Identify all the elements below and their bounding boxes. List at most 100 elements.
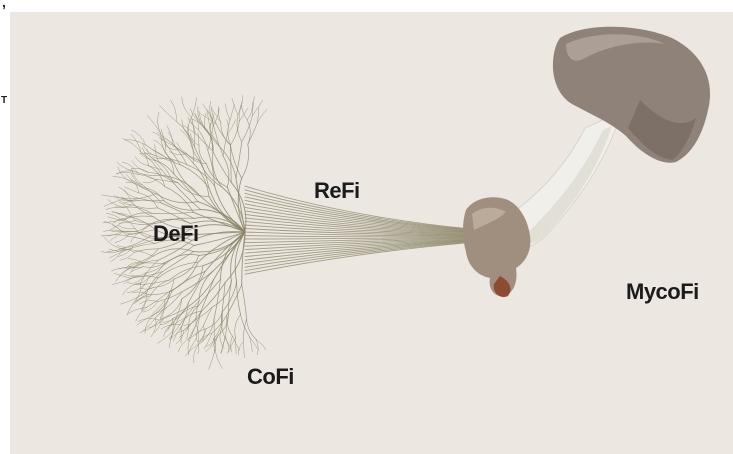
mycelium-strand (123, 249, 153, 256)
mycelium-strand (129, 256, 153, 268)
mycelium-strand (187, 165, 215, 186)
mycelium-strand (120, 297, 138, 304)
mycelium-strand (101, 232, 122, 236)
mycelium-strand (143, 179, 157, 183)
mycelium-strand (252, 100, 262, 116)
mycelium-strand (131, 134, 141, 152)
mycelium-strand (247, 319, 256, 339)
mycelium-strand (242, 285, 247, 319)
mycelium-strand (193, 212, 245, 232)
mycelium-strand (192, 98, 197, 118)
mycelium-strand (141, 152, 162, 175)
mycelium-strand (141, 278, 149, 290)
label-cofi: CoFi (247, 364, 294, 390)
mycelium-strand (237, 282, 241, 315)
mycelium-strand (235, 315, 241, 338)
mycelium-strand (238, 342, 243, 355)
mycelium-strand (156, 156, 180, 165)
mycelium-strand (198, 130, 208, 151)
mycelium-strand (149, 166, 165, 187)
mycelium-strand (143, 320, 159, 331)
mycelium-strand (154, 140, 165, 152)
mycelium-strand (169, 331, 173, 348)
mycelium-strand (225, 104, 230, 120)
mycelium-strand (230, 145, 241, 179)
mycelium-strand (157, 179, 178, 182)
mycelium-strand (158, 291, 183, 301)
mycelium-strand (212, 150, 231, 182)
mycelium-strand (112, 212, 128, 218)
mycelium-strand (161, 203, 194, 218)
mycelium-strand (236, 338, 237, 354)
mycelium-strand (178, 337, 191, 352)
mycelium-strand (221, 317, 225, 338)
mycelium-strand (199, 319, 214, 344)
mycelium-strand (118, 167, 132, 182)
mycelium-strand (156, 291, 170, 317)
mycelium-strand (232, 99, 238, 115)
mycelium-strand (118, 225, 135, 229)
mycelium-strand (182, 97, 192, 117)
mycelium-strand (158, 112, 161, 133)
mycelium-strand (136, 283, 141, 300)
mycelium-strand (124, 187, 138, 193)
mycelium-strand (215, 349, 222, 368)
mycelium-strand (168, 132, 175, 147)
mycelium-strand (205, 114, 206, 128)
mycelium-strand (143, 144, 157, 156)
mycelium-strand (123, 139, 141, 153)
mycelium-strand (242, 144, 249, 178)
mycelium-strand (187, 125, 190, 141)
mycelium-strand (103, 220, 122, 223)
mycelium-strand (117, 172, 139, 174)
mycelium-strand (239, 105, 241, 121)
mycelium-strand (123, 274, 138, 277)
mycelium-strand (148, 291, 172, 295)
mycelium-strand (165, 152, 174, 174)
mycelium-strand (152, 212, 194, 213)
mycelium-strand (199, 329, 207, 343)
mycelium-strand (147, 166, 161, 170)
mycelium-strand (130, 179, 139, 193)
mycelium-strand (205, 339, 213, 352)
mycelium-strand (124, 189, 139, 198)
mycelium-strand (195, 133, 212, 150)
mycelium-strand (137, 314, 155, 325)
mycelium-strand (194, 344, 200, 363)
mycelium-strand (159, 162, 173, 182)
mycelium-strand (220, 333, 224, 348)
mycelium-strand (173, 183, 200, 210)
mycelium-strand (173, 326, 181, 341)
mycelium-strand (256, 339, 258, 355)
mycelium-strand (204, 307, 213, 325)
mycelium-strand (227, 120, 235, 134)
mycelium-strand (108, 217, 126, 220)
mycelium-strand (231, 336, 233, 350)
mycelium-strand (209, 349, 216, 369)
mycelium-strand (142, 147, 149, 165)
mycelium-strand (203, 104, 212, 120)
mycelium-strand (149, 263, 165, 278)
mushroom-illustration (463, 27, 710, 297)
mycelium-strand (213, 137, 223, 156)
mycelium-strand (136, 308, 147, 322)
mycelium-strand (141, 260, 159, 283)
mycelium-strand (112, 278, 131, 284)
mycelium-strand (243, 342, 244, 358)
mycelium-strand (230, 122, 239, 146)
label-refi: ReFi (314, 178, 360, 204)
mycelium-strand (106, 207, 124, 209)
mycelium-strand (230, 105, 235, 121)
mycelium-strand (170, 100, 176, 121)
mycelium-strand (102, 195, 125, 199)
mycelium-strand (154, 279, 174, 287)
mycelium-strand (199, 146, 206, 164)
mycelium-strand (110, 231, 124, 240)
mycelium-strand (125, 140, 146, 145)
mycelium-strand (206, 335, 218, 347)
mycelium-strand (159, 105, 176, 121)
mycelium-strand (238, 96, 243, 115)
label-mycofi: MycoFi (626, 279, 699, 305)
